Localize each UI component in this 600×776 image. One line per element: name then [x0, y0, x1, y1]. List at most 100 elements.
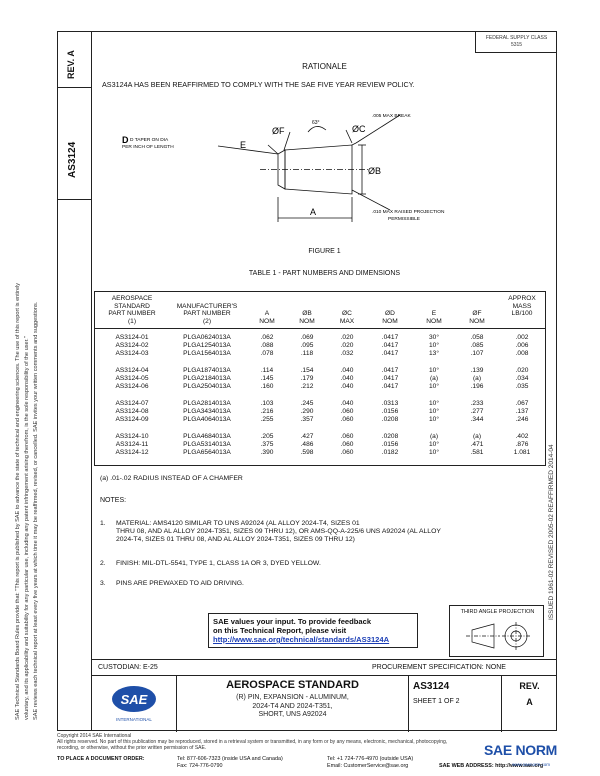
table-cell: .040	[340, 383, 354, 390]
table-cell: .040	[340, 400, 354, 407]
note-line: MATERIAL: AMS4120 SIMILAR TO UNS A92024 …	[116, 520, 360, 527]
table-cell: AS3124-10	[115, 433, 149, 440]
figure-caption: FIGURE 1	[308, 248, 341, 255]
table-cell: (a)	[472, 375, 482, 382]
table-cell: PLGA4684013A	[183, 433, 231, 440]
table-header-text: MANUFACTURER'S	[176, 302, 238, 310]
table-cell: AS3124-01	[115, 334, 149, 341]
table-cell: .0417	[381, 334, 399, 341]
dim-f-label: ØF	[272, 126, 285, 136]
table-cell: .179	[300, 375, 314, 382]
table-cell: .0208	[381, 433, 399, 440]
note-number: 1.	[100, 520, 106, 527]
table-cell: AS3124-04	[115, 367, 149, 374]
table-cell: AS3124-05	[115, 375, 149, 382]
description-line-1: (R) PIN, EXPANSION - ALUMINUM,	[236, 694, 349, 701]
rev-cell-top: REV. A	[57, 31, 92, 88]
table-row: AS3124-01 PLGA0624013A .062 .069 .020 .0417 30…	[95, 334, 545, 342]
raised-projection-label-1: .010 MAX RAISED PROJECTION	[372, 209, 445, 215]
note-text: FINISH: MIL-DTL-5541, TYPE 1, CLASS 1A O…	[116, 560, 556, 568]
procurement-spec: PROCUREMENT SPECIFICATION: NONE	[372, 664, 506, 671]
table-title: TABLE 1 - PART NUMBERS AND DIMENSIONS	[248, 270, 401, 277]
federal-supply-class-stamp: FEDERAL SUPPLY CLASS 5315	[475, 31, 557, 53]
table-cell: 10°	[429, 441, 439, 448]
table-cell: PLGA1874013A	[183, 367, 231, 374]
table-cell: .0417	[381, 350, 399, 357]
table-cell: .581	[470, 449, 484, 456]
projection-leader	[351, 189, 391, 211]
table-cell: 30°	[429, 334, 439, 341]
table-header-text: (2)	[202, 317, 212, 325]
table-header-text: MAX	[339, 317, 355, 325]
note-number: 3.	[100, 580, 106, 587]
table-cell: .020	[340, 334, 354, 341]
table-header-text: (1)	[127, 317, 137, 325]
table-header-text	[367, 303, 413, 311]
table-header-text: NOM	[382, 317, 398, 325]
table-cell: .060	[340, 449, 354, 456]
table-cell: .060	[340, 441, 354, 448]
table-cell: .032	[340, 350, 354, 357]
table-header-text: A	[264, 310, 270, 318]
taper-label-2: PER INCH OF LENGTH	[122, 144, 174, 150]
table-cell: .390	[260, 449, 274, 456]
side-note-line-2: voluntary, and its applicability and sui…	[24, 336, 30, 720]
table-header-text: NOM	[469, 317, 485, 325]
table-header-text	[247, 303, 287, 311]
table-cell: .876	[515, 441, 529, 448]
copyright-line-1: Copyright 2014 SAE International	[57, 733, 132, 739]
angle-label: 63°	[312, 120, 320, 126]
note-line: THRU 08, AND AL ALLOY 2024-T351, SIZES 0…	[116, 528, 441, 535]
table-cell: .085	[470, 342, 484, 349]
feedback-link[interactable]: http://www.sae.org/technical/standards/A…	[213, 635, 390, 644]
break-leader	[355, 114, 401, 144]
table-cell: .245	[300, 400, 314, 407]
table-cell: .427	[300, 433, 314, 440]
revision-cell: REV. A	[502, 675, 557, 732]
sae-web-address[interactable]: SAE WEB ADDRESS: http://www.sae.org	[439, 763, 544, 769]
revision-value: A	[526, 697, 533, 707]
table-cell: .069	[300, 334, 314, 341]
table-header-text	[499, 318, 545, 326]
table-cell: .103	[260, 400, 274, 407]
table-cell: PLGA1564013A	[183, 350, 231, 357]
table-cell: .0417	[381, 342, 399, 349]
saenorm-watermark-url: www.saenorm.com	[512, 762, 551, 767]
break-mark	[351, 142, 357, 146]
table-header-text: E	[431, 310, 437, 318]
table-cell: .216	[260, 408, 274, 415]
doc-number-cell-top: AS3124	[57, 88, 92, 200]
taper-leader	[217, 145, 279, 155]
table-header-text: PART NUMBER	[183, 310, 231, 318]
table-cell: .062	[260, 334, 274, 341]
table-header-text: NOM	[259, 317, 275, 325]
figure-1-drawing: D D TAPER ON DIA PER INCH OF LENGTH E ØF…	[122, 113, 445, 222]
table-cell: 1.081	[513, 449, 531, 456]
table-cell: (a)	[472, 433, 482, 440]
copyright-notice: Copyright 2014 SAE International All rig…	[57, 733, 557, 752]
table-cell: .006	[515, 342, 529, 349]
table-header-text	[327, 303, 367, 311]
table-header-text: MASS	[512, 302, 532, 310]
aerospace-standard-title: AEROSPACE STANDARD	[226, 679, 359, 691]
dim-e-label: E	[240, 140, 246, 150]
dim-c-leader	[345, 129, 353, 144]
pin-chamfer	[277, 149, 286, 190]
max-break-label: .005 MAX BREAK	[372, 113, 411, 119]
table-cell: .058	[470, 334, 484, 341]
sae-logo-icon: SAE INTERNATIONAL	[112, 686, 156, 722]
table-cell: 10°	[429, 416, 439, 423]
taper-label-1: D TAPER ON DIA	[130, 137, 169, 143]
table-cell: PLGA0624013A	[183, 334, 231, 341]
table-cell: .233	[470, 400, 484, 407]
table-cell: AS3124-06	[115, 383, 149, 390]
